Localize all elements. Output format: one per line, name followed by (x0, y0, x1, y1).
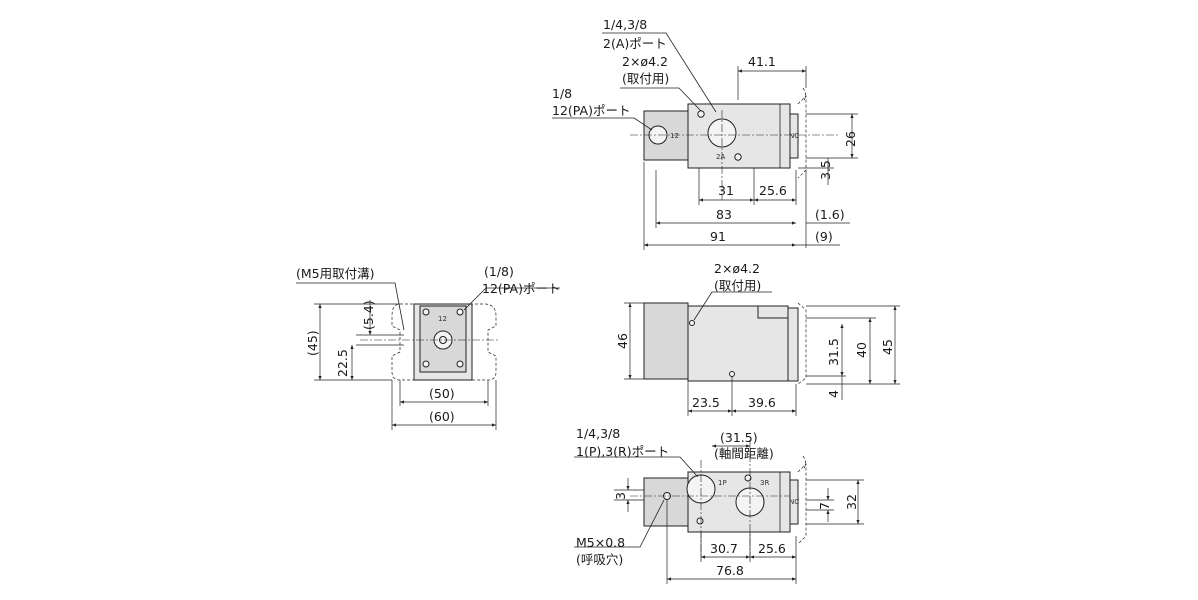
dim-45: (45) (305, 330, 320, 356)
mount-hole (697, 110, 705, 118)
mount-hole (696, 517, 704, 525)
axis-distance: (31.5) (720, 430, 758, 445)
dim-40: 40 (854, 342, 869, 358)
port-size-label: (1/8) (484, 264, 514, 279)
port-label: 12(PA)ポート (482, 281, 560, 296)
mark-12: 12 (670, 132, 679, 140)
mark-3r: 3R (760, 479, 769, 487)
mount-hole (729, 371, 735, 377)
screw (422, 308, 430, 316)
front-end-plate (787, 307, 799, 382)
axis-distance-note: (軸間距離) (714, 446, 774, 461)
front-view: 2×ø4.2 (取付用) 46 31.5 40 45 4 23.5 39.6 (615, 261, 900, 416)
port12-size-label: 1/8 (552, 86, 572, 101)
dim-1-6: (1.6) (815, 207, 845, 222)
front-pilot (643, 302, 689, 380)
mark-nc: NC (789, 132, 799, 140)
top-view: 12 2A NC 1/4,3/8 2(A)ポート 2×ø4.2 (取付用) 1/… (552, 17, 858, 250)
mark-nc: NC (789, 498, 799, 506)
dim-9: (9) (815, 229, 833, 244)
dim-23-5: 23.5 (692, 395, 720, 410)
dim-83: 83 (716, 207, 732, 222)
port-2-circle (707, 118, 737, 148)
bottom-view: 1P 3R NC 1/4,3/8 1(P),3(R)ポート (31.5) (軸間… (574, 426, 864, 584)
end-plate (789, 113, 799, 159)
front-top-rib (757, 305, 789, 319)
mount-hole (734, 153, 742, 161)
dim-31-5: 31.5 (826, 338, 841, 366)
dim-5-4: (5.4) (361, 300, 376, 330)
dim-4: 4 (826, 390, 841, 398)
mount-hole-note: (取付用) (714, 278, 761, 293)
mark-1p: 1P (718, 479, 727, 487)
dim-46: 46 (615, 333, 630, 349)
mark-2a: 2A (716, 153, 725, 161)
dim-31: 31 (718, 183, 734, 198)
port2-size-label: 1/4,3/8 (603, 17, 647, 32)
screw (456, 360, 464, 368)
bottom-pilot (643, 477, 689, 527)
port-size-label: 1/4,3/8 (576, 426, 620, 441)
screw (422, 360, 430, 368)
dim-25-6: 25.6 (759, 183, 787, 198)
dim-41-1: 41.1 (748, 54, 776, 69)
dim-7: 7 (817, 502, 832, 510)
screw (456, 308, 464, 316)
side-view: 12 (M5用取付溝) (1/8) 12(PA)ポート (5.4) 22.5 (… (296, 264, 560, 430)
mount-hole (689, 320, 695, 326)
bottom-end-plate (789, 479, 799, 525)
dim-25-6: 25.6 (758, 541, 786, 556)
dim-3: 3 (613, 492, 628, 500)
mount-hole-label: 2×ø4.2 (714, 261, 760, 276)
port2-label: 2(A)ポート (603, 36, 667, 51)
mount-hole (744, 474, 752, 482)
dim-26: 26 (843, 131, 858, 147)
mount-hole-label: 2×ø4.2 (622, 54, 668, 69)
dim-76-8: 76.8 (716, 563, 744, 578)
dim-50: (50) (429, 386, 455, 401)
dim-91: 91 (710, 229, 726, 244)
mark-12: 12 (438, 315, 447, 323)
groove-label: (M5用取付溝) (296, 266, 375, 281)
mount-hole-note: (取付用) (622, 71, 669, 86)
dim-60: (60) (429, 409, 455, 424)
dim-45: 45 (880, 339, 895, 355)
dim-22-5: 22.5 (335, 349, 350, 377)
dim-32: 32 (844, 494, 859, 510)
port12-label: 12(PA)ポート (552, 103, 630, 118)
pilot-label: M5×0.8 (576, 535, 625, 550)
dim-30-7: 30.7 (710, 541, 738, 556)
pilot-note: (呼吸穴) (576, 552, 623, 567)
dim-39-6: 39.6 (748, 395, 776, 410)
dim-3-5: 3.5 (818, 160, 833, 180)
port-label: 1(P),3(R)ポート (576, 444, 669, 459)
